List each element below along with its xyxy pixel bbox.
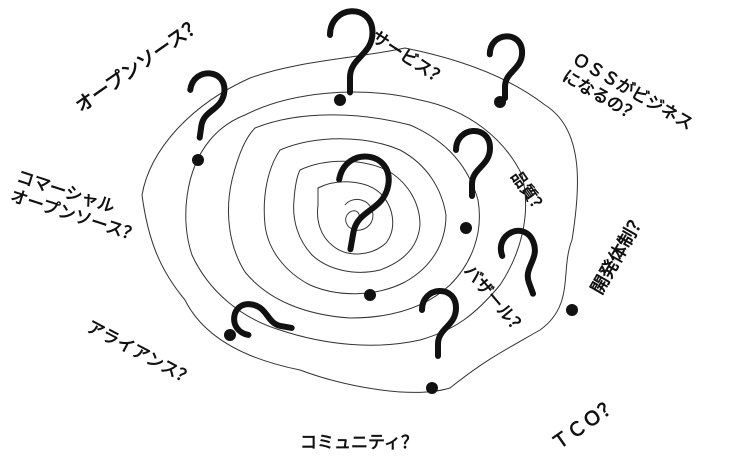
q-left-bottom-dot-marker-icon bbox=[224, 329, 236, 341]
q-right-question-mark-icon bbox=[456, 131, 490, 196]
q-bottom-dot-marker-icon bbox=[426, 382, 438, 394]
q-upper-right-question-mark-icon bbox=[490, 36, 522, 98]
q-top-question-mark-icon bbox=[330, 11, 373, 92]
q-upper-left-dot-marker-icon bbox=[192, 154, 204, 166]
q-bottom-question-mark-icon bbox=[422, 291, 456, 356]
contour-ring-5 bbox=[294, 161, 420, 272]
contour-ring-6 bbox=[318, 182, 393, 254]
q-left-bottom-question-mark-icon bbox=[232, 302, 295, 342]
q-upper-right-dot-marker-icon bbox=[494, 96, 506, 108]
q-top-dot-marker-icon bbox=[334, 94, 346, 106]
q-center-question-mark-icon bbox=[328, 152, 393, 253]
contour-ring-3 bbox=[228, 115, 479, 318]
label-community: コミュニティ？ bbox=[300, 434, 418, 454]
q-right-dot-marker-icon bbox=[460, 222, 472, 234]
q-dev-dot-marker-icon bbox=[566, 304, 578, 316]
q-center-dot-marker-icon bbox=[364, 289, 376, 301]
q-dev-question-mark-icon bbox=[496, 226, 550, 299]
